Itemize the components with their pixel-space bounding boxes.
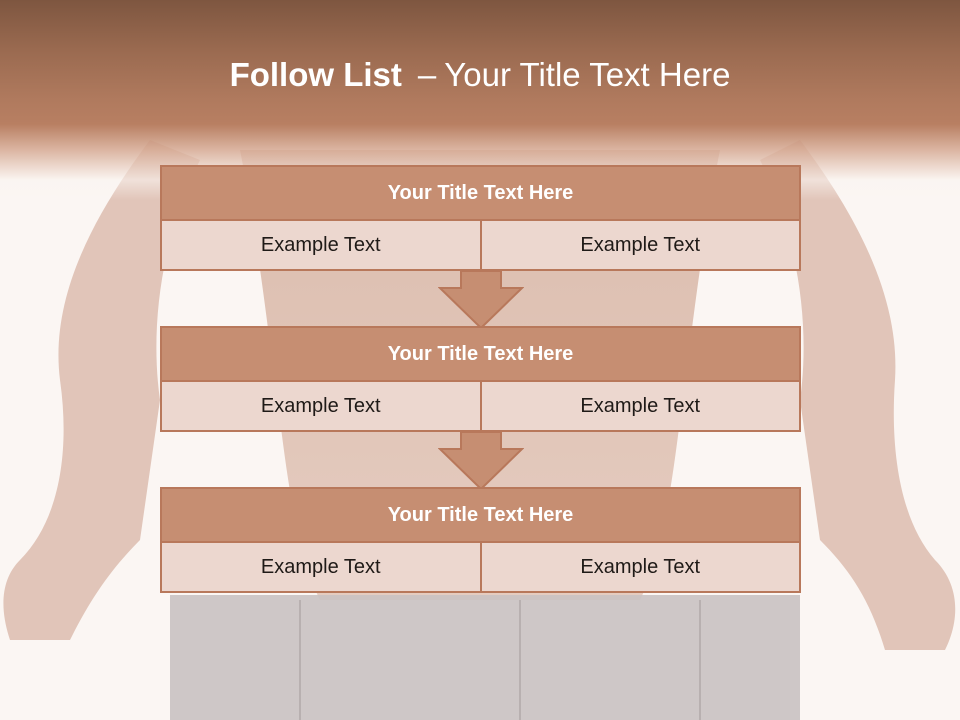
block-cell-left: Example Text <box>160 543 482 593</box>
block-cell-left: Example Text <box>160 382 482 432</box>
block-row: Example Text Example Text <box>160 221 801 271</box>
down-arrow-icon <box>438 431 524 491</box>
slide-title: Follow List–Your Title Text Here <box>0 56 960 94</box>
block-cell-left: Example Text <box>160 221 482 271</box>
title-separator: – <box>417 56 437 93</box>
block-title: Your Title Text Here <box>160 487 801 543</box>
block-row: Example Text Example Text <box>160 382 801 432</box>
title-bold: Follow List <box>229 56 402 93</box>
list-block-2: Your Title Text Here Example Text Exampl… <box>160 326 801 432</box>
title-subtitle: Your Title Text Here <box>444 56 731 93</box>
block-title: Your Title Text Here <box>160 165 801 221</box>
block-row: Example Text Example Text <box>160 543 801 593</box>
block-cell-right: Example Text <box>481 221 801 271</box>
block-cell-right: Example Text <box>481 382 801 432</box>
down-arrow-icon <box>438 270 524 330</box>
block-title: Your Title Text Here <box>160 326 801 382</box>
block-cell-right: Example Text <box>481 543 801 593</box>
list-block-3: Your Title Text Here Example Text Exampl… <box>160 487 801 593</box>
list-block-1: Your Title Text Here Example Text Exampl… <box>160 165 801 271</box>
